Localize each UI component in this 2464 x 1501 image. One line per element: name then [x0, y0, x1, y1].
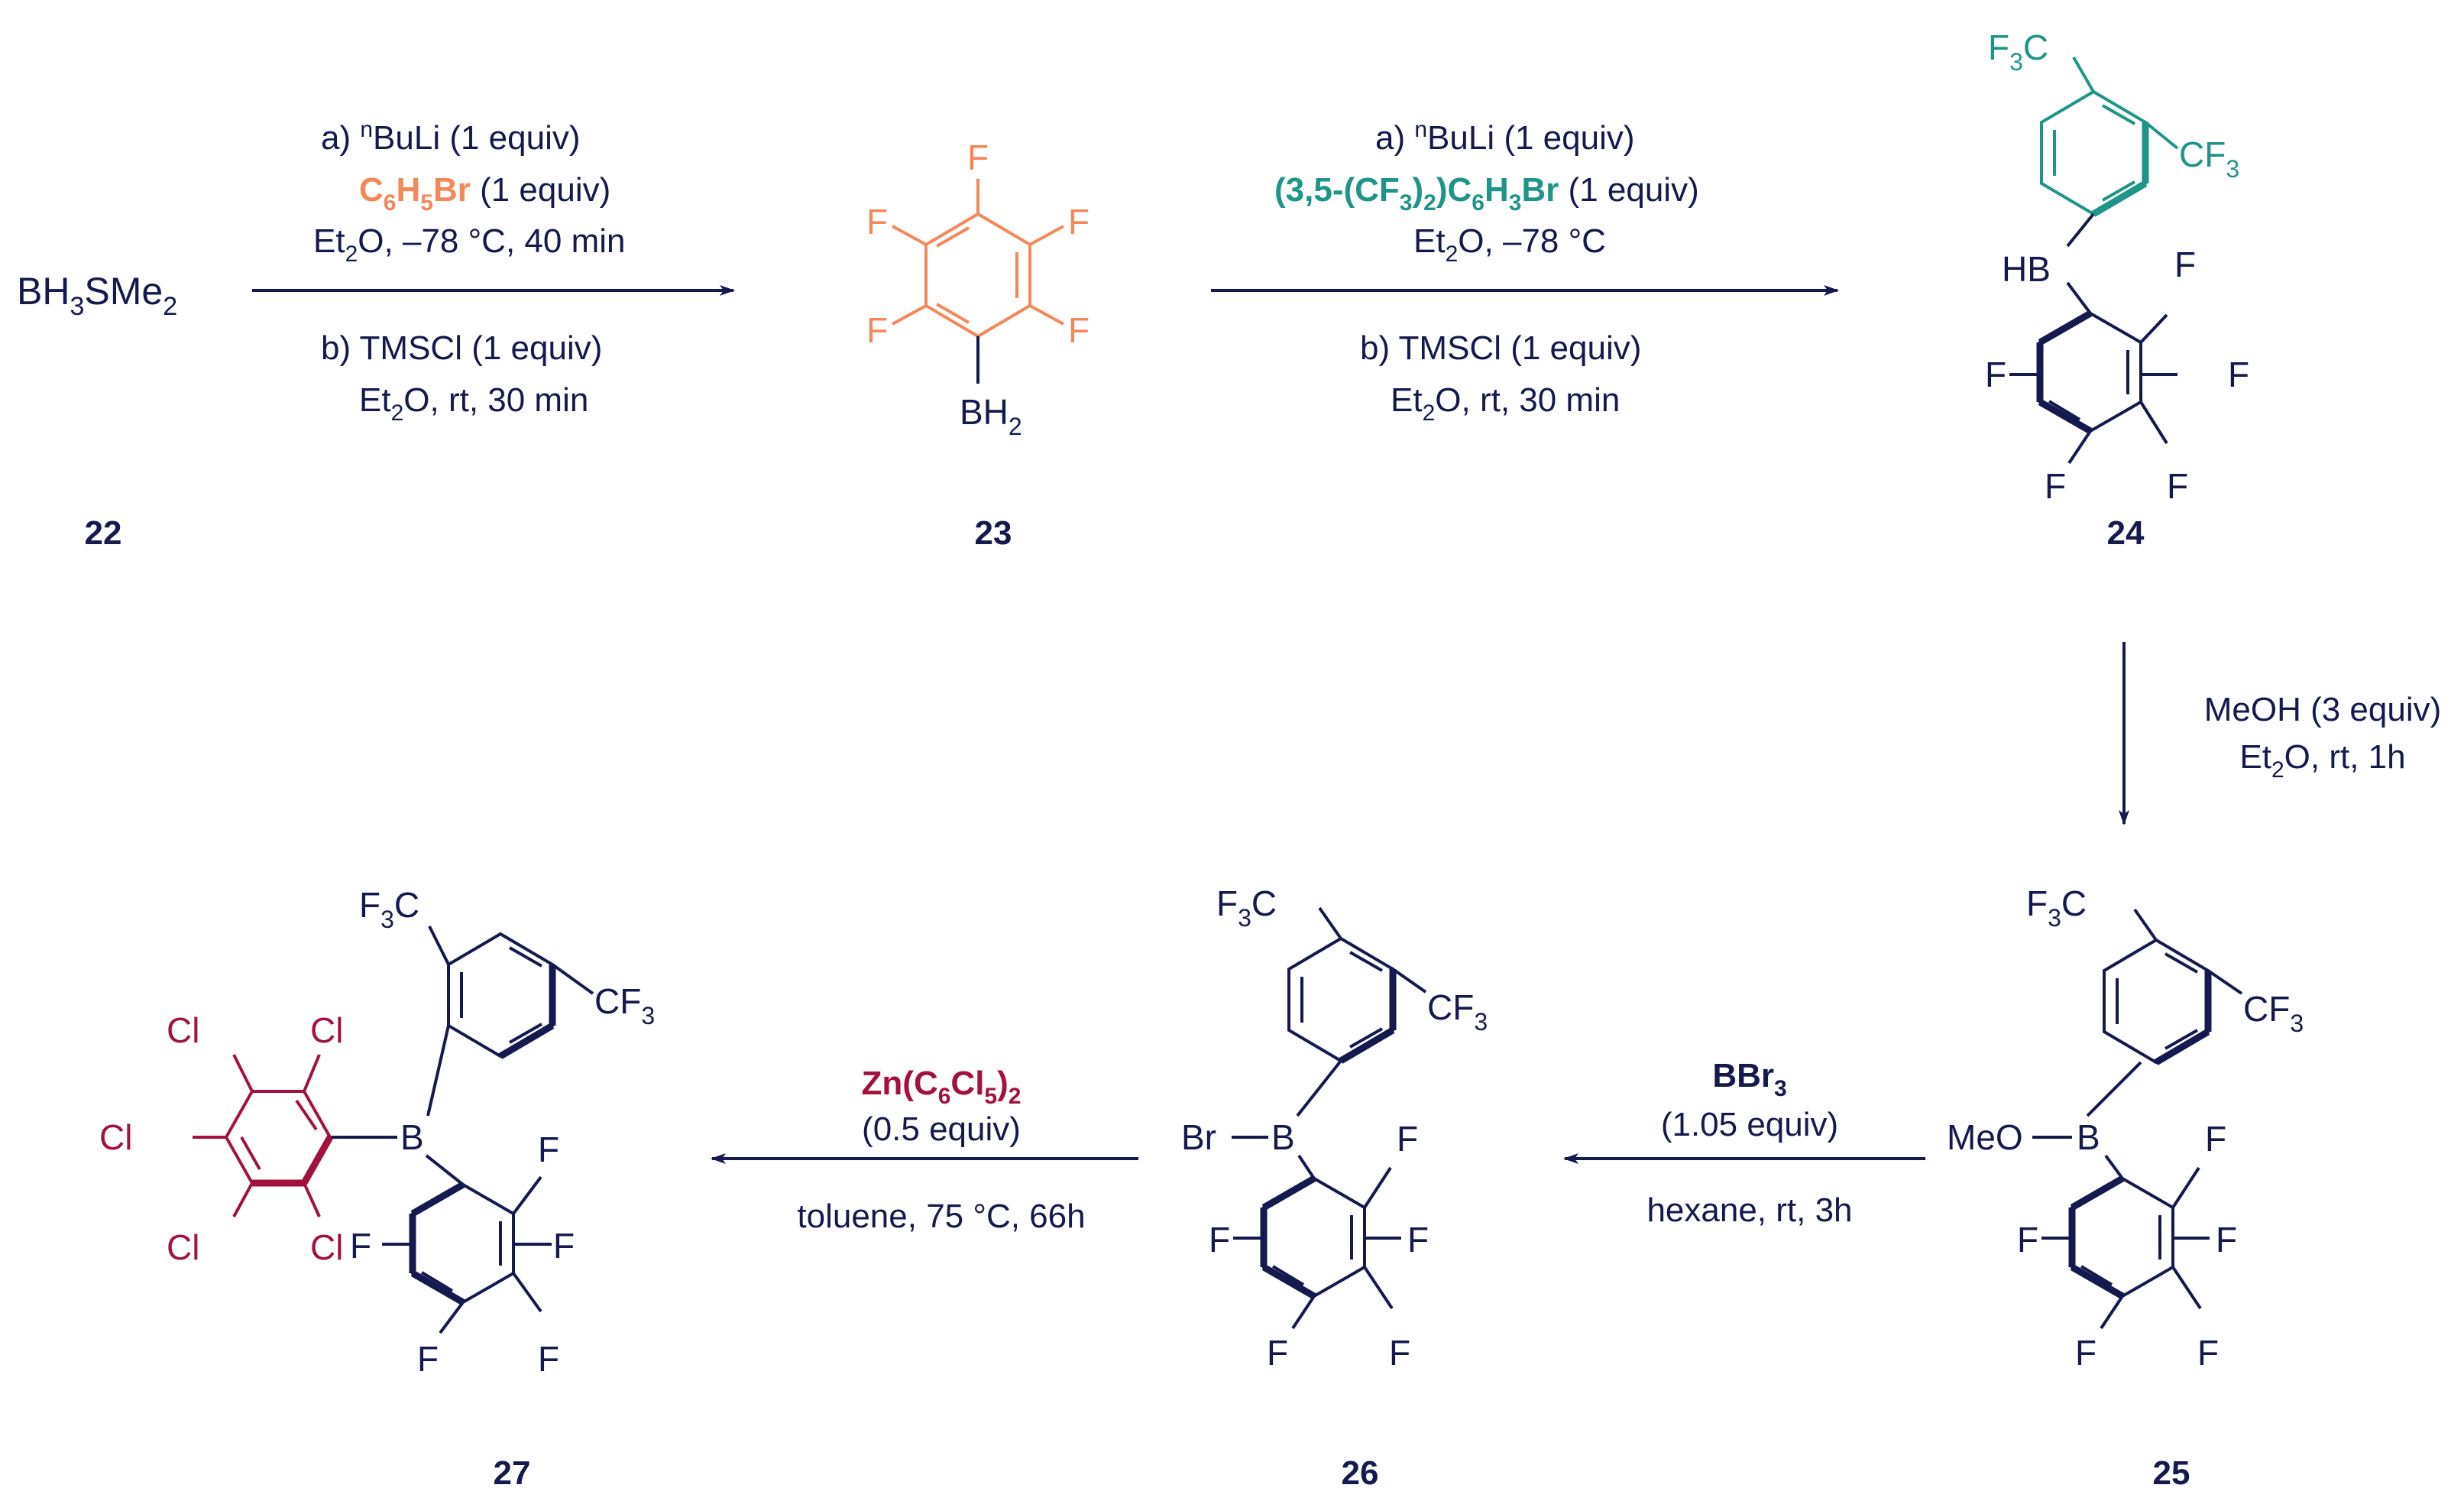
- step3-reagent: MeOH (3 equiv): [2204, 691, 2442, 728]
- compound-23: [892, 179, 1064, 384]
- trifluoromethyl-group: CF3: [2243, 989, 2304, 1037]
- fluorine-atom: F: [866, 202, 888, 242]
- fluorine-atom: F: [417, 1339, 439, 1379]
- trifluoromethyl-group: F3C: [1988, 28, 2048, 76]
- bromo-group: Br: [1181, 1117, 1216, 1157]
- step2-reagent-a: a) nBuLi (1 equiv): [1375, 117, 1635, 157]
- chlorine-atom: Cl: [99, 1117, 132, 1157]
- bis-trifluoromethylphenyl-ring: [1287, 906, 1427, 1064]
- pentachlorophenyl-ring: [193, 1054, 333, 1217]
- fluorine-atom: F: [2205, 1119, 2226, 1159]
- fluorine-atom: F: [2017, 1220, 2038, 1259]
- bis-trifluoromethylphenyl-ring: [2103, 908, 2243, 1065]
- compound-24-labels: F3C CF3 HB F F F F F 24: [1985, 28, 2249, 552]
- compound-22: BH3SMe2 22: [17, 270, 177, 552]
- step2-conditions-b: Et2O, rt, 30 min: [1391, 381, 1620, 426]
- reaction-step-2: a) nBuLi (1 equiv) (3,5-(CF3)2)C6H3Br (1…: [1211, 117, 1839, 426]
- pentafluorophenyl-ring: [2041, 1166, 2210, 1330]
- fluorine-atom: F: [1267, 1333, 1288, 1373]
- step3-conditions: Et2O, rt, 1h: [2239, 738, 2405, 783]
- pentafluorophenyl-ring: [382, 1175, 552, 1334]
- compound-23-labels: F F F F F BH2 23: [866, 138, 1090, 552]
- compound-25: [2032, 908, 2243, 1330]
- step5-conditions: toluene, 75 °C, 66h: [797, 1198, 1085, 1235]
- pentafluorophenyl-ring: [2009, 310, 2177, 465]
- borane-dimethylsulfide-formula: BH3SMe2: [17, 270, 177, 321]
- compound-27: [193, 926, 594, 1334]
- hydroborane-group: HB: [2002, 249, 2051, 289]
- step1-aryl-bromide: C6H5Br (1 equiv): [359, 171, 610, 216]
- boron-dihydride-group: BH2: [960, 392, 1022, 440]
- fluorine-atom: F: [1397, 1119, 1418, 1159]
- reaction-step-5: Zn(C6Cl5)2 (0.5 equiv) toluene, 75 °C, 6…: [711, 1065, 1138, 1235]
- trifluoromethyl-group: F3C: [2026, 883, 2087, 932]
- fluorine-atom: F: [1209, 1220, 1230, 1259]
- step4-conditions: hexane, rt, 3h: [1646, 1191, 1852, 1229]
- compound-number-27: 27: [494, 1454, 531, 1492]
- step1-conditions-b: Et2O, rt, 30 min: [359, 381, 588, 426]
- fluorine-atom: F: [1389, 1333, 1410, 1373]
- chlorine-atom: Cl: [310, 1227, 343, 1267]
- step4-reagent: BBr3: [1712, 1057, 1786, 1101]
- fluorine-atom: F: [553, 1226, 575, 1266]
- step1-conditions-a: Et2O, –78 °C, 40 min: [313, 222, 625, 267]
- boron-atom: B: [2077, 1117, 2100, 1157]
- compound-26: [1232, 906, 1427, 1330]
- compound-number-22: 22: [85, 514, 122, 552]
- compound-number-23: 23: [975, 514, 1012, 552]
- fluorine-atom: F: [2228, 355, 2249, 394]
- step5-equiv: (0.5 equiv): [862, 1110, 1021, 1148]
- trifluoromethyl-group: F3C: [359, 885, 419, 933]
- fluorine-atom: F: [967, 138, 989, 177]
- trifluoromethyl-group: CF3: [1427, 987, 1488, 1036]
- fluorine-atom: F: [538, 1339, 559, 1379]
- step2-conditions-a: Et2O, –78 °C: [1413, 222, 1606, 267]
- fluorine-atom: F: [2045, 466, 2066, 506]
- fluorine-atom: F: [1407, 1220, 1429, 1259]
- compound-27-labels: F3C CF3 B Cl Cl Cl Cl Cl F F F F F 27: [99, 885, 655, 1492]
- step2-aryl-bromide: (3,5-(CF3)2)C6H3Br (1 equiv): [1274, 171, 1699, 216]
- fluorine-atom: F: [2075, 1333, 2097, 1373]
- step1-reagent-a: a) nBuLi (1 equiv): [321, 117, 581, 157]
- reaction-step-4: BBr3 (1.05 equiv) hexane, rt, 3h: [1563, 1057, 1925, 1229]
- fluorine-atom: F: [538, 1130, 559, 1169]
- bis-trifluoromethylphenyl-ring: [2040, 56, 2179, 217]
- fluorine-atom: F: [2197, 1333, 2219, 1373]
- step2-reagent-b: b) TMSCl (1 equiv): [1360, 329, 1641, 367]
- step4-equiv: (1.05 equiv): [1661, 1106, 1838, 1143]
- reaction-step-3: MeOH (3 equiv) Et2O, rt, 1h: [2119, 642, 2442, 825]
- fluorine-atom: F: [2174, 245, 2196, 284]
- fluorine-atom: F: [2216, 1220, 2237, 1259]
- fluorine-atom: F: [350, 1226, 371, 1266]
- step1-reagent-b: b) TMSCl (1 equiv): [321, 329, 602, 367]
- compound-number-24: 24: [2107, 514, 2145, 552]
- fluorine-atom: F: [1068, 202, 1090, 242]
- pentafluorophenyl-ring: [924, 212, 1031, 339]
- boron-atom: B: [400, 1117, 424, 1157]
- bis-trifluoromethylphenyl-ring: [428, 926, 594, 1059]
- fluorine-atom: F: [1068, 310, 1090, 350]
- pentafluorophenyl-ring: [1233, 1166, 1401, 1330]
- reaction-step-1: a) nBuLi (1 equiv) C6H5Br (1 equiv) Et2O…: [252, 117, 735, 426]
- trifluoromethyl-group: CF3: [594, 981, 655, 1029]
- boron-atom: B: [1271, 1117, 1295, 1157]
- compound-25-labels: F3C CF3 MeO B F F F F F 25: [1947, 883, 2304, 1492]
- fluorine-atom: F: [866, 310, 888, 350]
- compound-24: [2009, 56, 2179, 465]
- compound-26-labels: F3C CF3 Br B F F F F F 26: [1181, 883, 1488, 1492]
- trifluoromethyl-group: F3C: [1216, 883, 1277, 932]
- fluorine-atom: F: [2167, 466, 2188, 506]
- chlorine-atom: Cl: [167, 1010, 199, 1050]
- chlorine-atom: Cl: [310, 1010, 343, 1050]
- methoxy-group: MeO: [1947, 1117, 2023, 1157]
- compound-number-25: 25: [2153, 1454, 2190, 1492]
- step5-reagent: Zn(C6Cl5)2: [862, 1065, 1022, 1109]
- chlorine-atom: Cl: [167, 1227, 199, 1267]
- trifluoromethyl-group: CF3: [2179, 135, 2239, 183]
- fluorine-atom: F: [1985, 355, 2006, 394]
- compound-number-26: 26: [1342, 1454, 1379, 1492]
